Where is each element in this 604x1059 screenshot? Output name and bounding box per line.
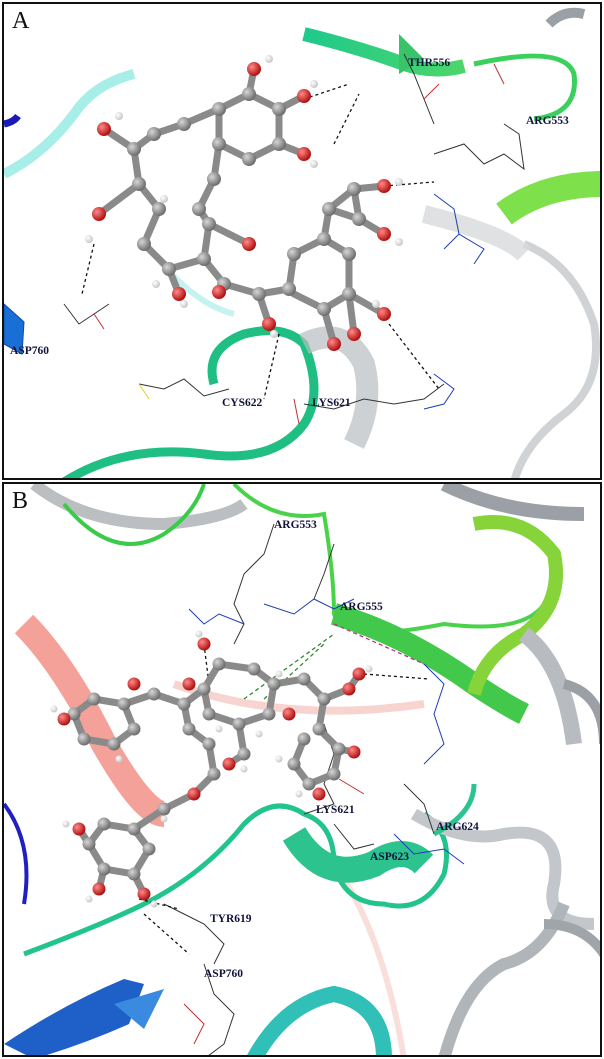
panel-a-scene: THR556 ARG553 ASP760 CYS622 LYS621 [4,7,600,478]
residue-label-arg553: ARG553 [526,115,569,127]
residue-labels: THR556 ARG553 ASP760 CYS622 LYS621 [10,57,569,409]
residue-label-cys622: CYS622 [222,397,263,409]
residue-label-lys621: LYS621 [316,804,355,816]
residue-label-thr556: THR556 [408,57,450,69]
panel-b-label: B [12,488,29,514]
ligand-bonds [95,65,388,348]
hydrogen-bonds [81,83,440,400]
residue-label-asp623: ASP623 [370,851,409,863]
residue-label-lys621: LYS621 [312,397,351,409]
panel-b: ARG553 ARG555 LYS621 ARG624 ASP623 TYR61… [2,482,602,1057]
panel-b-scene: ARG553 ARG555 LYS621 ARG624 ASP623 TYR61… [4,484,600,1055]
ligand-atoms [85,55,403,351]
residue-label-tyr619: TYR619 [210,913,252,925]
residue-label-arg553: ARG553 [274,519,317,531]
protein-ribbons [4,7,600,478]
protein-ribbons [4,484,600,1055]
panel-a: THR556 ARG553 ASP760 CYS622 LYS621 A [2,2,602,480]
panel-a-label: A [12,8,30,34]
residue-label-asp760: ASP760 [204,968,243,980]
ligand-atoms [50,630,373,908]
interactions [138,623,430,955]
residue-label-asp760: ASP760 [10,345,49,357]
residue-wireframes [63,53,525,425]
residue-label-arg555: ARG555 [340,601,383,613]
residue-labels: ARG553 ARG555 LYS621 ARG624 ASP623 TYR61… [204,519,479,980]
residue-label-arg624: ARG624 [436,821,479,833]
